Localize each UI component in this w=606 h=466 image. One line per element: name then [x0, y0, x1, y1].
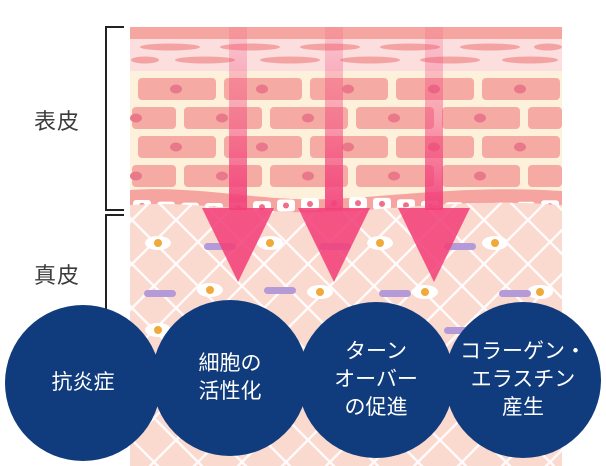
epidermis-cell [132, 165, 176, 187]
fibroblast-nucleus [154, 326, 162, 334]
cell-nucleus [514, 84, 526, 94]
cell-nucleus [379, 200, 385, 207]
cell-nucleus [514, 142, 526, 152]
effect-circle-turnover: ターン オーバー の促進 [298, 302, 454, 458]
arrow-1 [202, 27, 274, 282]
dermis-label: 真皮 [34, 264, 81, 289]
arrow-3 [398, 27, 470, 282]
cell-nucleus [256, 142, 268, 152]
elastin-fiber [264, 287, 296, 294]
cell-nucleus [355, 200, 361, 207]
cell-nucleus [283, 202, 289, 209]
effect-label: 細胞の 活性化 [198, 351, 262, 403]
fibroblast-nucleus [316, 288, 324, 296]
elastin-fiber [144, 290, 176, 297]
effect-circle-cell-activation: 細胞の 活性化 [152, 300, 308, 456]
effect-label: ターン オーバー の促進 [334, 339, 418, 419]
fibroblast-nucleus [206, 286, 214, 294]
fibroblast-nucleus [266, 239, 274, 247]
cell-nucleus [474, 113, 486, 123]
cell-nucleus [216, 171, 228, 181]
effect-circle-anti-inflammation: 抗炎症 [5, 305, 161, 461]
cell-nucleus [342, 142, 354, 152]
elastin-fiber [379, 290, 411, 297]
effect-circle-collagen-elastin: コラーゲン・ エラスチン 産生 [445, 302, 601, 458]
cell-nucleus [256, 84, 268, 94]
fibroblast-nucleus [421, 288, 429, 296]
cell-nucleus [342, 84, 354, 94]
fibroblast-nucleus [536, 288, 544, 296]
effect-label: コラーゲン・ エラスチン 産生 [460, 339, 586, 419]
cell-nucleus [302, 113, 314, 123]
epidermis-label: 表皮 [34, 110, 81, 135]
arrow-2 [298, 27, 370, 282]
epidermis-cell [132, 107, 176, 129]
cell-nucleus [474, 171, 486, 181]
bracket-dermis [105, 214, 124, 330]
fibroblast-nucleus [154, 239, 162, 247]
cell-nucleus [170, 142, 182, 152]
cell-nucleus [388, 113, 400, 123]
epidermis-cell [528, 107, 562, 129]
cell-nucleus [216, 113, 228, 123]
cell-nucleus [307, 201, 313, 208]
arrows [202, 27, 470, 282]
fibroblast-nucleus [491, 239, 499, 247]
cell-nucleus [130, 171, 142, 181]
effect-label: 抗炎症 [51, 370, 115, 395]
cell-nucleus [170, 84, 182, 94]
epidermis-layer [130, 27, 562, 223]
cell-nucleus [302, 171, 314, 181]
epidermis-cell [528, 165, 562, 187]
elastin-fiber [499, 290, 531, 297]
cell-nucleus [388, 171, 400, 181]
fibroblast-nucleus [376, 239, 384, 247]
cell-nucleus [130, 113, 142, 123]
bracket-epidermis [105, 26, 124, 211]
